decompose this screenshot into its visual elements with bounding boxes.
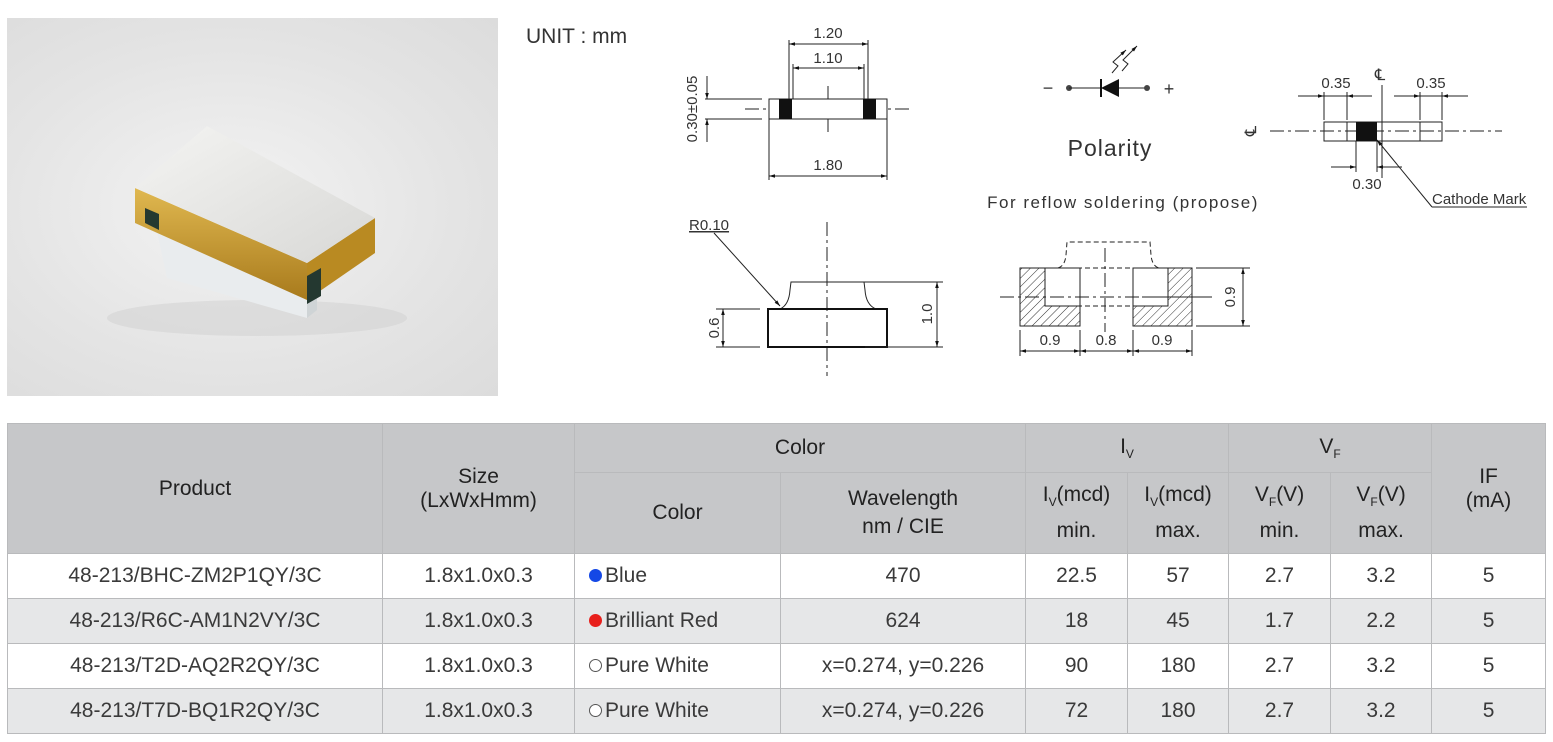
cell-wavelength: x=0.274, y=0.226: [780, 643, 1026, 689]
unit-label: UNIT : mm: [526, 25, 628, 48]
dim-pad-right: 0.9: [1152, 332, 1173, 349]
header-vf-group: VF: [1228, 423, 1433, 473]
cell-color: Pure White: [574, 643, 781, 689]
cell-color: Pure White: [574, 688, 781, 734]
dim-1-0: 1.0: [919, 304, 936, 325]
cell-iv-max: 45: [1126, 598, 1230, 644]
cell-wavelength: 624: [780, 598, 1026, 644]
color-name: Blue: [605, 564, 648, 587]
cell-iv-max: 57: [1126, 553, 1230, 599]
dim-pad-left: 0.9: [1040, 332, 1061, 349]
cell-if: 5: [1431, 688, 1547, 734]
cell-iv-max: 180: [1126, 643, 1230, 689]
cell-vf-min: 2.7: [1228, 688, 1332, 734]
cell-wavelength: x=0.274, y=0.226: [780, 688, 1026, 734]
color-name: Brilliant Red: [605, 609, 719, 632]
header-vf-min: VF(V)min.: [1228, 472, 1332, 554]
polarity-label: Polarity: [1068, 135, 1153, 161]
cell-vf-min: 1.7: [1228, 598, 1332, 644]
cell-product: 48-213/T7D-BQ1R2QY/3C: [7, 688, 383, 734]
cell-vf-max: 2.2: [1330, 598, 1433, 644]
cell-if: 5: [1431, 553, 1547, 599]
cell-vf-min: 2.7: [1228, 643, 1332, 689]
cell-vf-max: 3.2: [1330, 688, 1433, 734]
dim-footprint-height: 0.9: [1222, 287, 1239, 308]
cell-if: 5: [1431, 643, 1547, 689]
cell-if: 5: [1431, 598, 1547, 644]
centerline-symbol-side: ℄: [1243, 125, 1260, 137]
radius-label: R0.10: [689, 217, 729, 234]
side-view-drawing: 0.6 1.0 R0.10: [689, 217, 943, 376]
header-product: Product: [7, 423, 383, 554]
cell-vf-max: 3.2: [1330, 553, 1433, 599]
led-photo-illustration: [107, 126, 407, 336]
cell-vf-max: 3.2: [1330, 643, 1433, 689]
cell-product: 48-213/T2D-AQ2R2QY/3C: [7, 643, 383, 689]
dim-pad-gap: 0.8: [1096, 332, 1117, 349]
header-color-group: Color: [574, 423, 1026, 473]
centerline-symbol: ℄: [1374, 67, 1386, 84]
dim-thickness: 0.30±0.05: [684, 76, 701, 143]
cell-iv-min: 90: [1025, 643, 1128, 689]
dim-0-35-right: 0.35: [1416, 75, 1445, 92]
cell-size: 1.8x1.0x0.3: [382, 643, 575, 689]
cell-size: 1.8x1.0x0.3: [382, 598, 575, 644]
color-name: Pure White: [605, 699, 709, 722]
cell-product: 48-213/R6C-AM1N2VY/3C: [7, 598, 383, 644]
dim-0-35-left: 0.35: [1321, 75, 1350, 92]
cathode-mark-label: Cathode Mark: [1432, 191, 1527, 208]
top-view-drawing: 1.20 1.10 1.80 0.30±0.05: [684, 25, 912, 180]
cell-size: 1.8x1.0x0.3: [382, 688, 575, 734]
cell-wavelength: 470: [780, 553, 1026, 599]
header-vf-max: VF(V)max.: [1330, 472, 1433, 554]
color-dot-icon: [589, 614, 602, 627]
color-name: Pure White: [605, 654, 709, 677]
cell-product: 48-213/BHC-ZM2P1QY/3C: [7, 553, 383, 599]
header-color: Color: [574, 472, 781, 554]
cell-iv-min: 18: [1025, 598, 1128, 644]
dim-0-6: 0.6: [706, 318, 723, 339]
dim-0-30: 0.30: [1352, 176, 1381, 193]
cell-iv-min: 72: [1025, 688, 1128, 734]
product-spec-table: Product Size(LxWxHmm) Color IV VF IF(mA)…: [7, 423, 1547, 734]
polarity-plus: +: [1164, 79, 1175, 99]
cell-vf-min: 2.7: [1228, 553, 1332, 599]
header-size: Size(LxWxHmm): [382, 423, 575, 554]
footprint-drawing: For reflow soldering (propose) 0.9 0.9 0…: [987, 193, 1259, 356]
polarity-minus: −: [1043, 78, 1054, 98]
dim-1-80: 1.80: [813, 157, 842, 174]
product-photo: [7, 18, 498, 396]
header-iv-max: IV(mcd)max.: [1126, 472, 1230, 554]
dim-1-10: 1.10: [813, 50, 842, 67]
dim-1-20: 1.20: [813, 25, 842, 42]
reflow-title: For reflow soldering (propose): [987, 193, 1259, 212]
cell-size: 1.8x1.0x0.3: [382, 553, 575, 599]
cell-color: Brilliant Red: [574, 598, 781, 644]
color-dot-icon: [589, 569, 602, 582]
header-iv-min: IV(mcd)min.: [1025, 472, 1128, 554]
color-dot-icon: [589, 704, 602, 717]
cell-iv-min: 22.5: [1025, 553, 1128, 599]
color-dot-icon: [589, 659, 602, 672]
cell-iv-max: 180: [1126, 688, 1230, 734]
cell-color: Blue: [574, 553, 781, 599]
dimension-drawing: 1.20 1.10 1.80 0.30±0.05 − + Polarity ℄ …: [684, 25, 1527, 376]
cathode-mark-drawing: ℄ ℄ 0.35 0.35 0.30 Cathode Mark: [1243, 67, 1527, 208]
header-if: IF(mA): [1431, 423, 1547, 554]
polarity-symbol: − + Polarity: [1043, 45, 1175, 161]
header-iv-group: IV: [1024, 423, 1230, 473]
